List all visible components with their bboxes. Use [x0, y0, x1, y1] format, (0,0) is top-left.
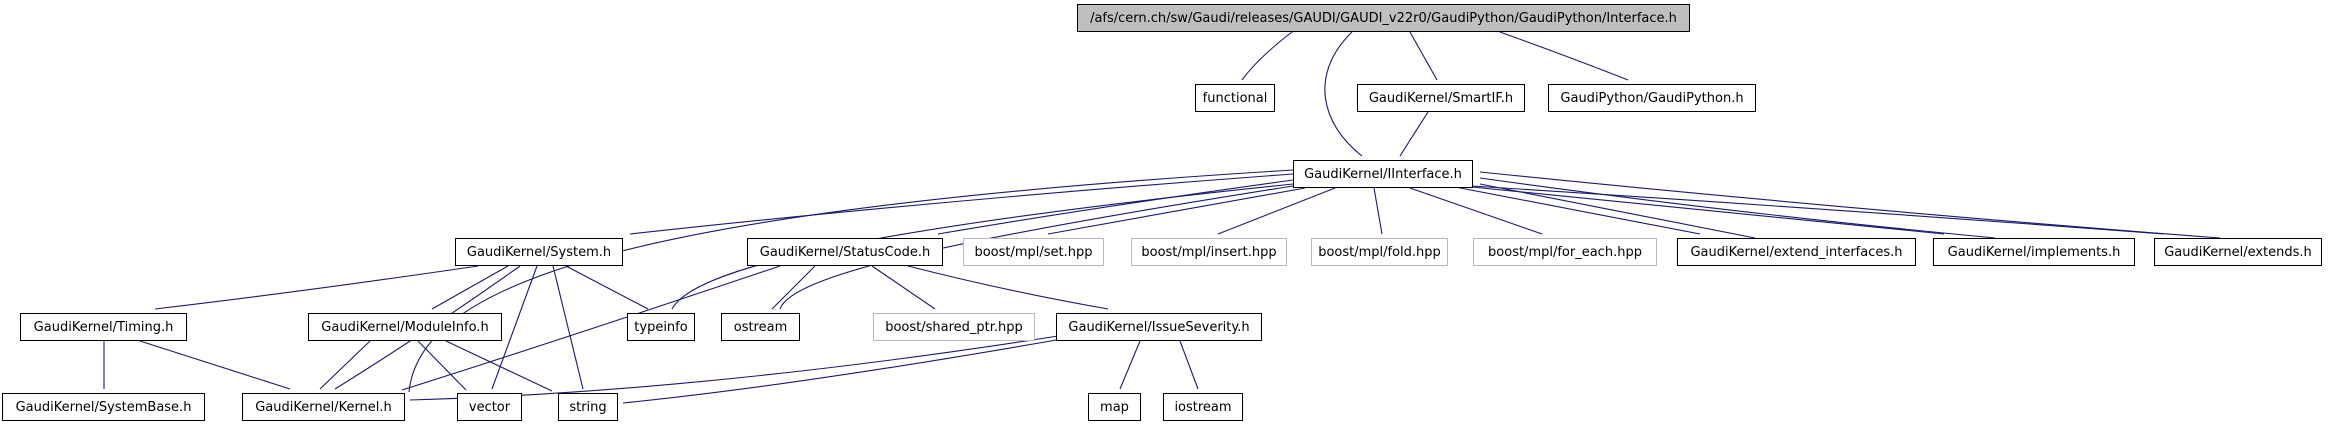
- edge-system-to-moduleinfo: [431, 265, 509, 310]
- edge-iinterface-to-statuscode: [937, 179, 1294, 235]
- edge-iinterface-to-system: [629, 173, 1294, 235]
- edge-iinterface-to-implements: [1461, 185, 1945, 235]
- graph-node-extends[interactable]: GaudiKernel/extends.h: [2154, 238, 2322, 266]
- graph-node-systembase[interactable]: GaudiKernel/SystemBase.h: [2, 393, 205, 421]
- graph-node-system[interactable]: GaudiKernel/System.h: [455, 238, 623, 266]
- edge-extifaces-to-iinterface: [1479, 183, 1756, 239]
- edge-system-to-string: [552, 265, 584, 390]
- graph-node-gaudipython[interactable]: GaudiPython/GaudiPython.h: [1548, 84, 1756, 112]
- edge-implements-to-iinterface: [1479, 177, 1996, 239]
- graph-node-issueseverity[interactable]: GaudiKernel/IssueSeverity.h: [1056, 313, 1262, 341]
- edge-issueseverity-to-iostream: [1179, 340, 1199, 390]
- edge-root-to-functional: [1241, 31, 1293, 81]
- edge-root-to-gaudipython: [1499, 31, 1629, 81]
- edge-issueseverity-to-string: [622, 338, 1063, 404]
- edge-statuscode-to-kernel: [401, 265, 781, 391]
- edge-iinterface-to-mpl-foreach: [1409, 187, 1543, 235]
- edge-extends-to-iinterface: [1479, 171, 2221, 239]
- graph-node-mpl-fold[interactable]: boost/mpl/fold.hpp: [1311, 238, 1448, 266]
- graph-node-smartif[interactable]: GaudiKernel/SmartIF.h: [1357, 84, 1525, 112]
- edge-root-to-iinterface: [1324, 31, 1363, 157]
- graph-node-typeinfo[interactable]: typeinfo: [627, 313, 695, 341]
- graph-node-mpl-foreach[interactable]: boost/mpl/for_each.hpp: [1473, 238, 1657, 266]
- edge-system-to-timing: [154, 265, 479, 310]
- graph-node-implements[interactable]: GaudiKernel/implements.h: [1933, 238, 2135, 266]
- graph-node-kernel[interactable]: GaudiKernel/Kernel.h: [242, 393, 405, 421]
- graph-node-string[interactable]: string: [558, 393, 618, 421]
- graph-node-iinterface[interactable]: GaudiKernel/IInterface.h: [1293, 160, 1473, 188]
- graph-node-timing[interactable]: GaudiKernel/Timing.h: [20, 313, 187, 341]
- graph-node-mpl-insert[interactable]: boost/mpl/insert.hpp: [1131, 238, 1287, 266]
- graph-node-statuscode[interactable]: GaudiKernel/StatusCode.h: [747, 238, 943, 266]
- graph-node-functional[interactable]: functional: [1195, 84, 1275, 112]
- edge-smartif-to-iinterface: [1399, 111, 1429, 157]
- edge-iinterface-to-extends: [1471, 185, 2165, 235]
- graph-node-mpl-set[interactable]: boost/mpl/set.hpp: [963, 238, 1104, 266]
- edge-iinterface-to-extifaces: [1449, 185, 1701, 235]
- edge-statuscode-to-sharedptr: [871, 265, 936, 310]
- edge-issueseverity-to-map: [1119, 340, 1141, 390]
- edge-iinterface-to-mpl-insert: [1217, 187, 1336, 235]
- graph-node-moduleinfo[interactable]: GaudiKernel/ModuleInfo.h: [308, 313, 502, 341]
- edge-statuscode-to-ostream: [771, 265, 816, 310]
- graph-node-sharedptr[interactable]: boost/shared_ptr.hpp: [873, 313, 1035, 341]
- edge-iinterface-to-mpl-set: [1047, 187, 1306, 235]
- edge-root-to-smartif: [1409, 31, 1438, 81]
- edge-moduleinfo-to-string: [445, 340, 553, 392]
- edge-moduleinfo-to-kernel: [319, 340, 371, 390]
- edge-moduleinfo-to-vector: [417, 340, 467, 391]
- edge-timing-to-kernel: [139, 340, 291, 390]
- edge-system-to-vector: [491, 265, 538, 390]
- graph-node-map[interactable]: map: [1088, 393, 1141, 421]
- graph-node-ostream[interactable]: ostream: [721, 313, 800, 341]
- edge-iinterface-to-mpl-fold: [1373, 187, 1383, 235]
- edge-system-to-typeinfo: [565, 265, 649, 310]
- edge-statuscode-to-issueseverity: [907, 265, 1109, 310]
- graph-node-root: /afs/cern.ch/sw/Gaudi/releases/GAUDI/GAU…: [1077, 4, 1690, 32]
- graph-node-vector[interactable]: vector: [457, 393, 522, 421]
- graph-node-extifaces[interactable]: GaudiKernel/extend_interfaces.h: [1677, 238, 1916, 266]
- graph-node-iostream[interactable]: iostream: [1163, 393, 1243, 421]
